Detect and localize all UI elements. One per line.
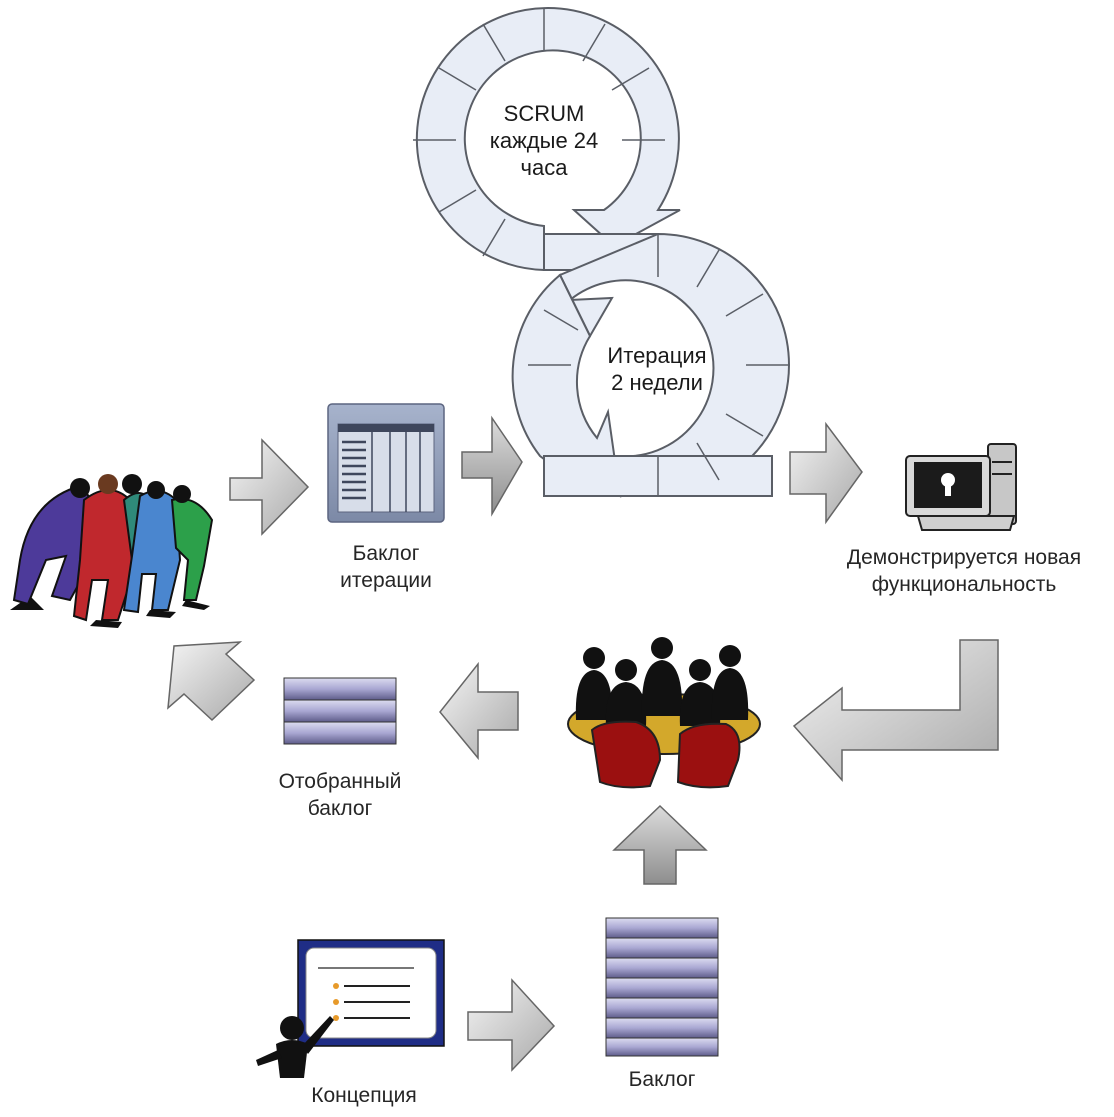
daily-scrum-line-1: SCRUM [503,101,585,126]
daily-ring [415,7,681,272]
backlog-label: Баклог [628,1068,696,1091]
iteration-ring-dividers [528,234,789,496]
daily-scrum-line-3: часа [520,155,568,180]
meeting-chair-right [676,722,741,789]
iteration-cycle [511,232,790,498]
iteration-line-2: 2 недели [611,370,703,395]
demo-label: Демонстрируется новая функциональность [818,544,1110,598]
arrow-iteration-to-demo [789,421,863,525]
arrow-demo-to-meeting [792,639,999,782]
iteration-backlog-sheet-icon [327,403,445,523]
selected-backlog-label: Отобранный баклог [262,768,418,822]
iteration-backlog-line-1: Баклог [352,542,420,565]
concept-label: Концепция [311,1084,417,1107]
daily-scrum-cycle [413,7,681,272]
arrow-backlog-to-meeting [612,804,708,885]
meeting-icon [567,637,761,789]
arrow-iteration-backlog-to-iteration [461,415,523,517]
demo-line-1: Демонстрируется новая [846,546,1082,569]
concept-presentation-icon [256,939,445,1078]
selected-backlog-line-2: баклог [307,797,373,820]
selected-backlog-line-1: Отобранный [278,770,402,793]
demo-line-2: функциональность [871,573,1057,596]
flow-arrows [167,415,999,1072]
team-huddle-icon [10,474,214,628]
iteration-ring-left [511,273,622,498]
daily-scrum-line-2: каждые 24 [489,128,599,153]
meeting-chair-left [590,720,662,789]
iteration-backlog-line-2: итерации [340,569,432,592]
daily-scrum-caption: SCRUM каждые 24 часа [464,100,624,181]
iteration-line-1: Итерация [607,343,707,368]
daily-ring-dividers [413,8,665,257]
backlog-stack-icon [605,917,719,1057]
iteration-backlog-label: Баклог итерации [320,540,452,594]
iteration-caption: Итерация 2 недели [582,342,732,396]
arrow-meeting-to-selected-backlog [439,661,519,761]
arrow-selected-backlog-to-team [167,641,256,722]
arrow-team-to-iteration-backlog [229,438,310,536]
arrow-concept-to-backlog [467,978,556,1072]
selected-backlog-stack-icon [283,677,397,745]
computer-icon [905,443,1017,531]
